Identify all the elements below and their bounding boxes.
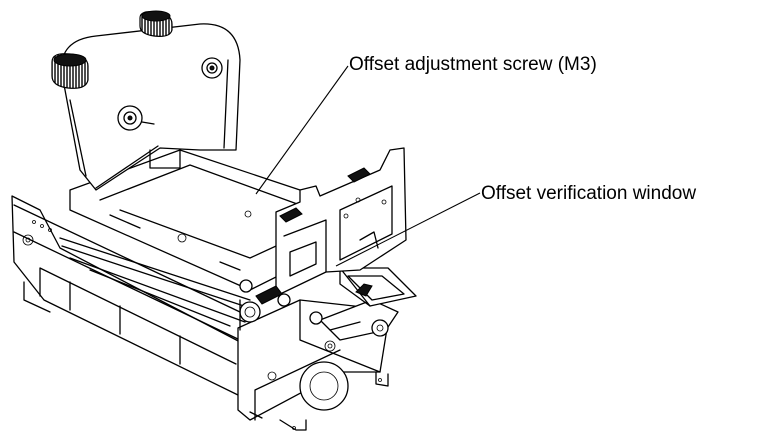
knurled-knob-top <box>139 10 173 37</box>
callout-offset-verification-window: Offset verification window <box>335 183 696 267</box>
label-offset-adjustment-screw: Offset adjustment screw (M3) <box>349 54 597 75</box>
right-housing <box>237 299 399 431</box>
label-offset-verification-window: Offset verification window <box>481 183 696 204</box>
paper-guide-tray <box>339 267 417 307</box>
offset-bracket <box>255 147 407 307</box>
upper-arm <box>60 23 241 191</box>
knurled-knob-left <box>51 53 89 89</box>
callout-offset-adjustment-screw: Offset adjustment screw (M3) <box>255 54 597 195</box>
gear-assembly <box>239 279 323 331</box>
